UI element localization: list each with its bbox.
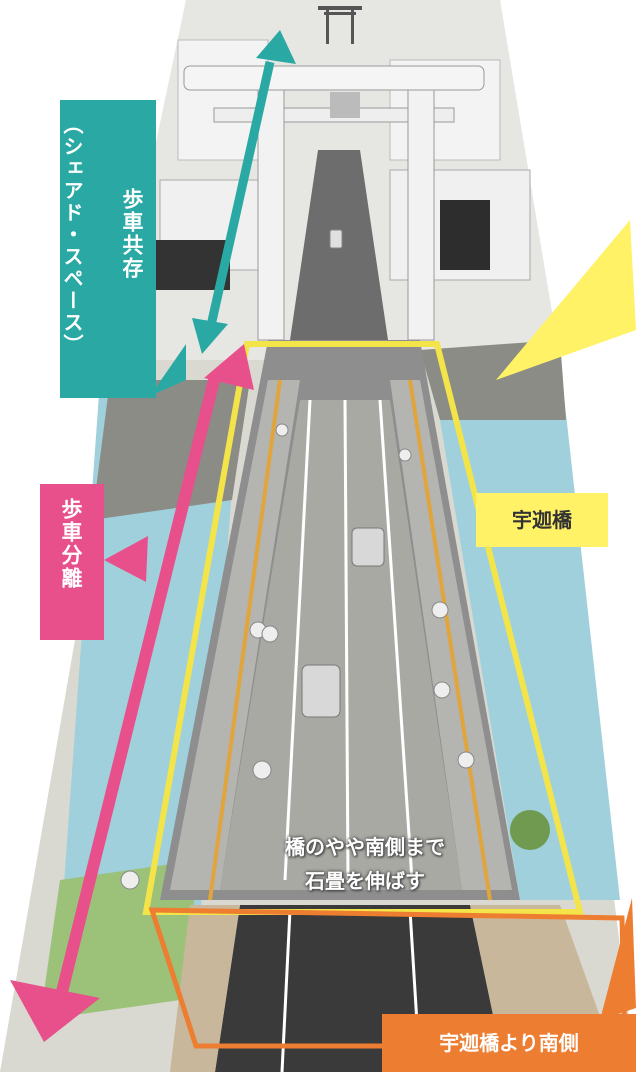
curb-strip: [408, 379, 492, 901]
car: [351, 527, 385, 567]
curb-strip: [208, 379, 282, 901]
shared-space-label: 歩車共存: [120, 188, 144, 280]
far-torii: [318, 6, 362, 44]
tree: [510, 810, 550, 850]
separated-arrow: [10, 344, 254, 1042]
bridge-label-box: 宇迦橋: [476, 493, 608, 547]
lane-line: [378, 399, 414, 881]
note-line-2: 石畳を伸ばす: [305, 869, 425, 893]
pedestrians: [120, 423, 549, 1039]
bridge-label: 宇迦橋: [512, 508, 572, 532]
sidewalk-south: [170, 905, 240, 1072]
callout-pointer: [496, 220, 636, 380]
note-line-1: 橋のやや南側まで: [285, 835, 445, 859]
bridge-highlight-frame: [142, 341, 584, 915]
car: [301, 664, 341, 718]
lane-line: [283, 399, 312, 881]
torii-gate: [183, 65, 485, 341]
separated-label-box: 歩車分離: [40, 484, 104, 640]
stone-pavement: [220, 400, 462, 890]
stone-pavement-note: 橋のやや南側まで 石畳を伸ばす: [230, 830, 500, 898]
shared-space-sublabel: （シェアド・スペース）: [60, 114, 84, 356]
separated-label: 歩車分離: [59, 498, 83, 590]
lane-line: [343, 399, 350, 881]
car: [329, 229, 343, 249]
shared-space-label-box: 歩車共存 （シェアド・スペース）: [60, 100, 156, 398]
south-label-box: 宇迦橋より南側: [382, 1014, 636, 1072]
sidewalk-left: [170, 380, 300, 890]
callout-pointer: [600, 898, 636, 1020]
shared-space-arrow: [150, 30, 296, 396]
south-of-bridge-label: 宇迦橋より南側: [439, 1031, 579, 1055]
building: [440, 200, 490, 270]
